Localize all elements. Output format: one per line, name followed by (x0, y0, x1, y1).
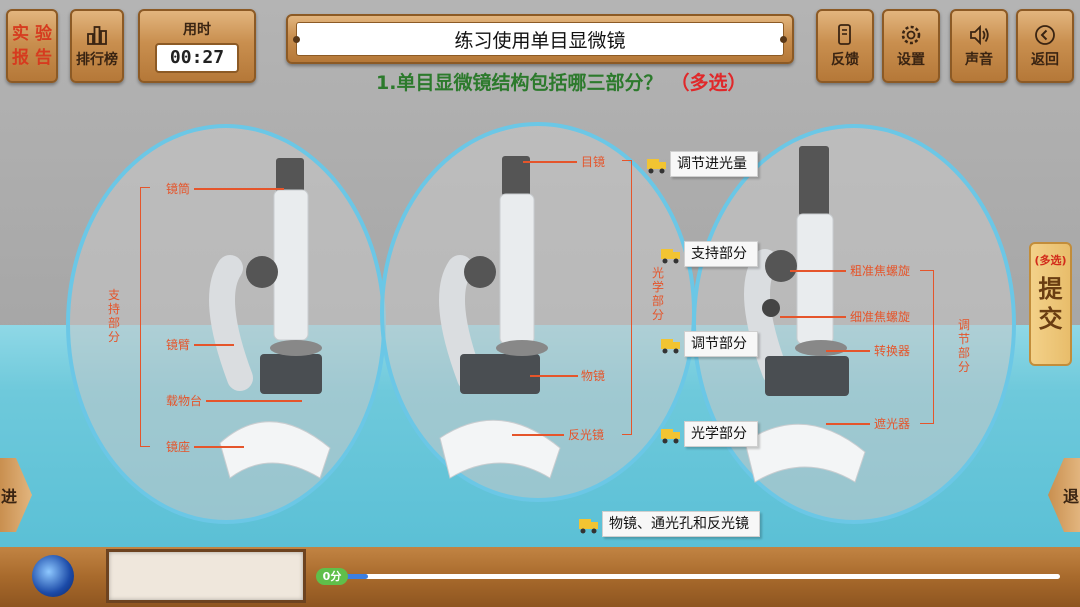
leader-line-arm (194, 344, 234, 346)
feedback-label: 反馈 (831, 52, 859, 68)
progress-track (322, 574, 1060, 579)
bracket-support (140, 187, 150, 447)
option-label: 支持部分 (684, 241, 758, 267)
group-label-support: 支持部分 (107, 288, 120, 344)
part-label-arm: 镜臂 (166, 338, 191, 352)
back-label: 返回 (1031, 52, 1059, 68)
timer-value: 00:27 (155, 43, 239, 73)
truck-icon (661, 249, 680, 264)
leaderboard-label: 排行榜 (76, 52, 118, 68)
question-type: （多选） (670, 72, 747, 94)
bracket-optical (622, 160, 632, 435)
leaderboard-icon (87, 26, 107, 45)
option-label: 调节部分 (684, 331, 758, 357)
part-label-base: 镜座 (166, 440, 191, 454)
timer-panel: 用时 00:27 (138, 9, 256, 83)
submit-label: 提交 (1038, 274, 1063, 333)
sound-button[interactable]: 声音 (950, 9, 1008, 83)
title-board: 练习使用单目显微镜 (286, 14, 794, 64)
avatar (32, 555, 74, 597)
question-body: 1.单目显微镜结构包括哪三部分？ (376, 72, 663, 94)
part-label-objective: 物镜 (581, 369, 606, 383)
part-label-coarse-knob: 粗准焦螺旋 (850, 264, 911, 278)
feedback-button[interactable]: 反馈 (816, 9, 874, 83)
leader-line-coarse (790, 270, 846, 272)
truck-icon (579, 519, 598, 534)
next-label: 退 (1062, 487, 1079, 506)
truck-icon (647, 159, 666, 174)
question-text: 1.单目显微镜结构包括哪三部分？ （多选） (376, 68, 746, 95)
part-label-mirror: 反光镜 (568, 428, 605, 442)
leader-line-base (194, 446, 244, 448)
leader-line-objective (530, 375, 578, 377)
leaderboard-button[interactable]: 排行榜 (70, 9, 124, 83)
speaker-icon (970, 24, 989, 46)
settings-label: 设置 (897, 52, 925, 68)
peg-left (293, 36, 300, 43)
microscope-image-2 (439, 156, 561, 479)
option-label: 调节进光量 (670, 151, 758, 177)
microscope-image-3 (744, 146, 866, 483)
option-adjust-light[interactable]: 调节进光量 (646, 150, 758, 178)
option-label: 物镜、通光孔和反光镜 (602, 511, 760, 537)
microscope-image-1 (209, 158, 331, 479)
group-label-optical: 光学部分 (651, 266, 664, 322)
part-label-fine-knob: 细准焦螺旋 (850, 310, 911, 324)
report-label-line2: 报 告 (12, 48, 52, 68)
leader-line-eyepiece (523, 161, 577, 163)
message-box (106, 549, 306, 603)
leader-line-stage (206, 400, 302, 402)
peg-right (780, 36, 787, 43)
lab-report-button[interactable]: 实 验 报 告 (6, 9, 58, 83)
part-label-stage: 载物台 (166, 394, 203, 408)
prev-label: 进 (1, 487, 18, 506)
option-objective-hole-mirror[interactable]: 物镜、通光孔和反光镜 (578, 510, 760, 538)
truck-icon (661, 339, 680, 354)
part-label-nosepiece: 转换器 (874, 344, 911, 358)
leader-line-tube (194, 188, 284, 190)
page-title: 练习使用单目显微镜 (296, 22, 784, 56)
sound-label: 声音 (965, 52, 993, 68)
settings-button[interactable]: 设置 (882, 9, 940, 83)
part-label-eyepiece: 目镜 (581, 155, 606, 169)
option-label: 光学部分 (684, 421, 758, 447)
timer-label: 用时 (183, 22, 211, 38)
part-label-tube: 镜筒 (166, 182, 191, 196)
option-support-part[interactable]: 支持部分 (660, 240, 758, 268)
leader-line-mirror (512, 434, 564, 436)
truck-icon (661, 429, 680, 444)
part-label-diaphragm: 遮光器 (874, 417, 911, 431)
report-label-line1: 实 验 (12, 24, 52, 44)
option-adjust-part[interactable]: 调节部分 (660, 330, 758, 358)
score-badge: 0分 (316, 568, 348, 585)
option-optical-part[interactable]: 光学部分 (660, 420, 758, 448)
feedback-icon (838, 24, 851, 45)
back-arrow-icon (1035, 25, 1055, 45)
gear-icon (901, 25, 921, 45)
leader-line-diaphragm (826, 423, 870, 425)
leader-line-nosepiece (826, 350, 870, 352)
leader-line-fine (780, 316, 846, 318)
group-label-adjust: 调节部分 (957, 318, 970, 374)
bracket-adjust (920, 270, 934, 424)
submit-button[interactable]: (多选) 提交 (1029, 242, 1072, 366)
back-button[interactable]: 返回 (1016, 9, 1074, 83)
submit-tag: (多选) (1034, 254, 1067, 267)
